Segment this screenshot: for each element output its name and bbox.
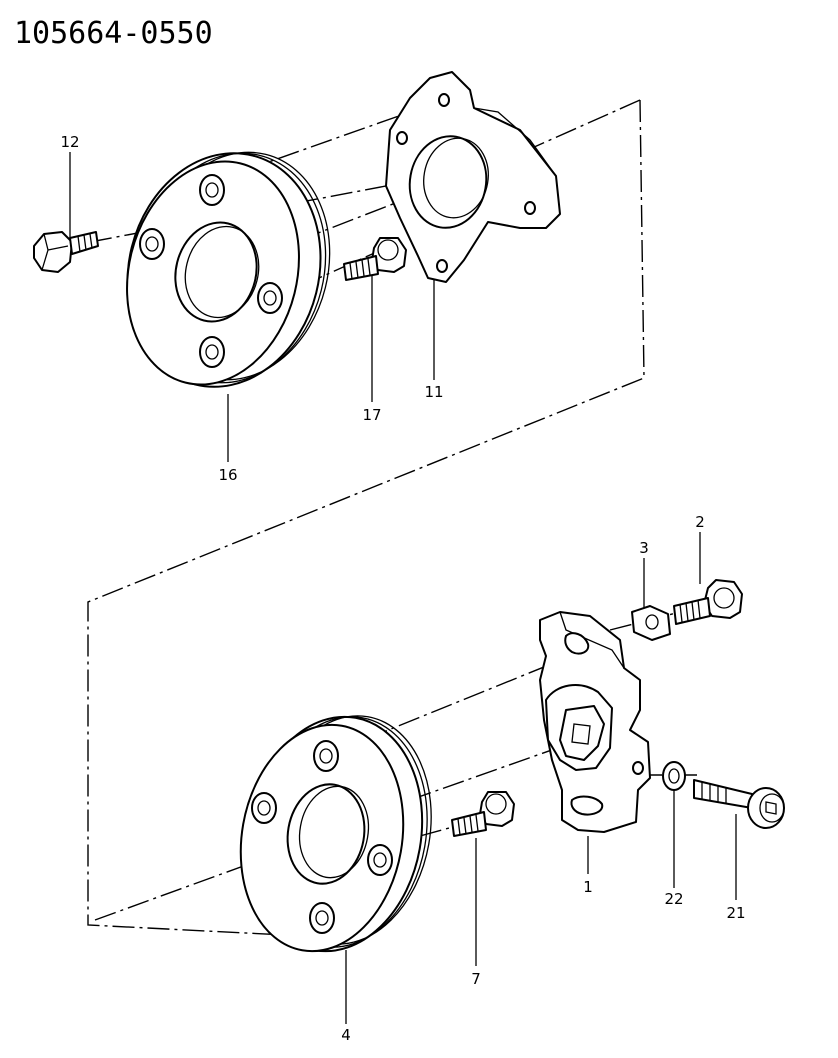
- upper-assembly-boundary: [87, 99, 645, 939]
- callout-22: 22: [664, 890, 683, 908]
- plate-washer-3: [631, 605, 671, 641]
- flange-bracket-11: [385, 71, 561, 283]
- callout-4: 4: [341, 1026, 351, 1044]
- drive-coupling-1: [539, 611, 651, 833]
- coupling-disc-16: [126, 151, 331, 388]
- upper-boundary-top-edge: [531, 99, 641, 149]
- drawing-part-number: 105664-0550: [14, 16, 213, 51]
- callout-3: 3: [639, 539, 649, 557]
- lower-axis-line: [94, 819, 371, 921]
- socket-bolt-21: [693, 779, 785, 829]
- callout-7: 7: [471, 970, 481, 988]
- bolt-7: [451, 791, 515, 837]
- washer-22: [662, 761, 686, 791]
- callout-21: 21: [726, 904, 745, 922]
- hex-bolt-12: [33, 231, 99, 273]
- bolt-17: [343, 237, 407, 281]
- callout-1: 1: [583, 878, 593, 896]
- hex-screw-2: [673, 579, 743, 625]
- callout-11: 11: [424, 383, 443, 401]
- coupling-disc-4: [239, 715, 432, 953]
- callout-12: 12: [60, 133, 79, 151]
- callout-16: 16: [218, 466, 237, 484]
- callout-2: 2: [695, 513, 705, 531]
- callout-17: 17: [362, 406, 381, 424]
